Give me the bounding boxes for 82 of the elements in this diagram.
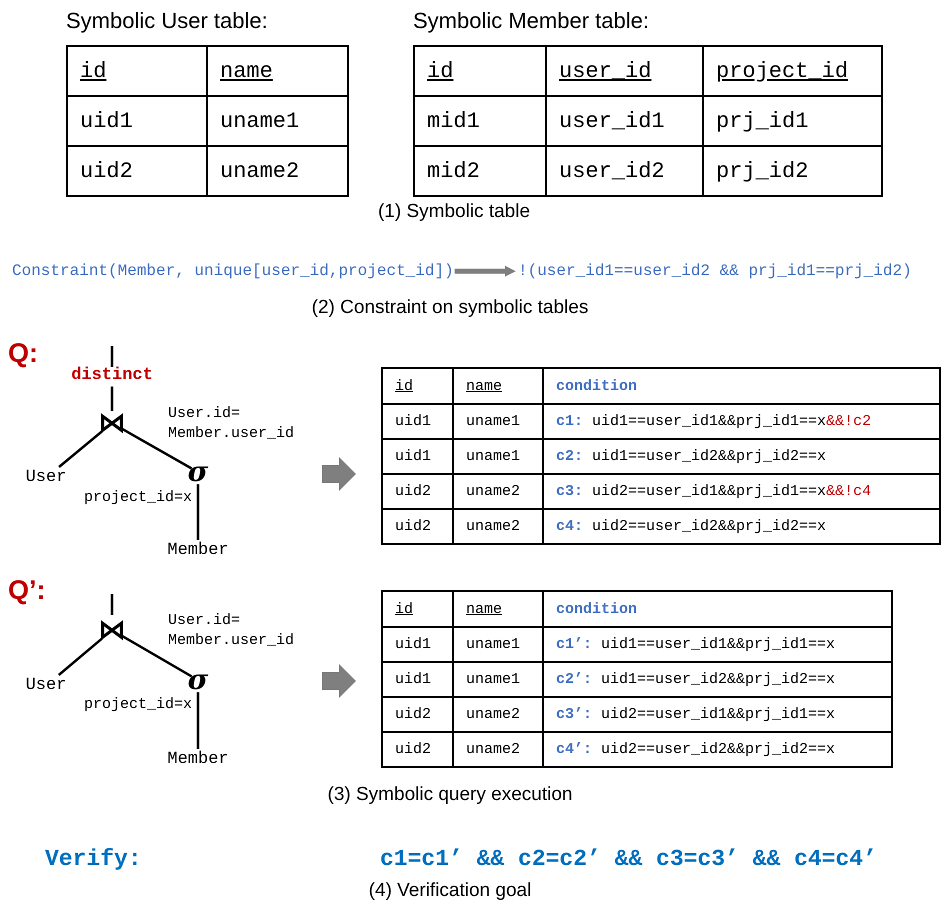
table-cell: uid2: [382, 474, 453, 509]
table-cell: uid2: [382, 509, 453, 544]
table-cell: uid2: [67, 146, 207, 196]
column-header: id: [67, 46, 207, 96]
table-cell: uid1: [67, 96, 207, 146]
tree-edge: [121, 634, 192, 678]
table-title: Symbolic Member table:: [413, 8, 649, 34]
constraint-expression: !(user_id1==user_id2 && prj_id1==prj_id2): [518, 262, 912, 280]
table-cell: uname2: [453, 697, 543, 732]
column-header: condition: [543, 368, 940, 404]
column-header: condition: [543, 591, 892, 627]
tree-edge: [110, 386, 114, 411]
caption: (4) Verification goal: [368, 880, 532, 902]
table-cell: uname1: [453, 627, 543, 662]
condition-text: c4’: uid2==user_id2&&prj_id2==x: [556, 741, 836, 758]
query-label: Q:: [8, 338, 38, 369]
caption: (2) Constraint on symbolic tables: [312, 297, 588, 319]
table-cell: uid1: [382, 439, 453, 474]
table-cell: uid1: [382, 662, 453, 697]
verification-formula: c1=c1’ && c2=c2’ && c3=c3’ && c4=c4’: [380, 846, 877, 872]
condition-text: c4: uid2==user_id2&&prj_id2==x: [556, 518, 826, 535]
table-cell: mid2: [414, 146, 546, 196]
table-cell: uid2: [382, 697, 453, 732]
table-cell: uname1: [207, 96, 348, 146]
negated-condition: &&!c2: [826, 413, 872, 430]
join-condition: User.id= Member.user_id: [168, 611, 296, 650]
table-cell: uid2: [382, 732, 453, 767]
table-cell: uid1: [382, 627, 453, 662]
join-symbol: ⋈: [98, 407, 126, 440]
column-header: project_id: [703, 46, 882, 96]
verify-label: Verify:: [45, 846, 142, 872]
selection-condition: project_id=x: [82, 695, 192, 714]
condition-text: c1’: uid1==user_id1&&prj_id1==x: [556, 636, 836, 653]
caption: (1) Symbolic table: [378, 201, 530, 223]
tree-edge: [58, 430, 103, 468]
column-header: name: [453, 591, 543, 627]
selection-symbol: σ: [188, 456, 208, 488]
table-cell: user_id1: [546, 96, 703, 146]
caption: (3) Symbolic query execution: [328, 784, 572, 806]
operator-label: distinct: [71, 366, 153, 386]
selection-condition: project_id=x: [82, 488, 192, 508]
arrow: [454, 266, 516, 277]
table-cell: uname1: [453, 662, 543, 697]
relation-name: User: [26, 468, 66, 488]
condition-text: c3’: uid2==user_id1&&prj_id1==x: [556, 706, 836, 723]
table-cell: uname2: [453, 509, 543, 544]
table-cell: uname1: [453, 439, 543, 474]
column-header: id: [382, 591, 453, 627]
column-header: name: [453, 368, 543, 404]
tree-edge: [110, 346, 114, 367]
tree-edge: [121, 428, 192, 470]
tree-edge: [196, 692, 200, 749]
relation-name: Member: [167, 750, 229, 770]
column-header: id: [414, 46, 546, 96]
table-cell: user_id2: [546, 146, 703, 196]
table-cell: prj_id1: [703, 96, 882, 146]
column-header: user_id: [546, 46, 703, 96]
column-header: name: [207, 46, 348, 96]
condition-text: c2’: uid1==user_id2&&prj_id2==x: [556, 671, 836, 688]
tree-edge: [58, 638, 103, 676]
table-cell: uname2: [453, 732, 543, 767]
column-header: id: [382, 368, 453, 404]
join-symbol: ⋈: [98, 614, 126, 646]
selection-symbol: σ: [188, 664, 208, 696]
condition-text: c1: uid1==user_id1&&prj_id1==x: [556, 413, 826, 430]
relation-name: Member: [167, 541, 229, 561]
constraint-expression: Constraint(Member, unique[user_id,project_id]): [12, 262, 454, 280]
table-cell: uid1: [382, 404, 453, 439]
table-cell: prj_id2: [703, 146, 882, 196]
join-condition: User.id= Member.user_id: [168, 404, 296, 443]
condition-text: c3: uid2==user_id1&&prj_id1==x: [556, 483, 826, 500]
condition-text: c2: uid1==user_id2&&prj_id2==x: [556, 448, 826, 465]
negated-condition: &&!c4: [826, 483, 872, 500]
tree-edge: [196, 484, 200, 540]
table-cell: uname2: [453, 474, 543, 509]
query-label: Q’:: [8, 575, 46, 606]
tree-edge: [110, 594, 114, 615]
table-cell: mid1: [414, 96, 546, 146]
table-cell: uname1: [453, 404, 543, 439]
table-title: Symbolic User table:: [66, 8, 268, 34]
table-cell: uname2: [207, 146, 348, 196]
relation-name: User: [26, 676, 66, 696]
